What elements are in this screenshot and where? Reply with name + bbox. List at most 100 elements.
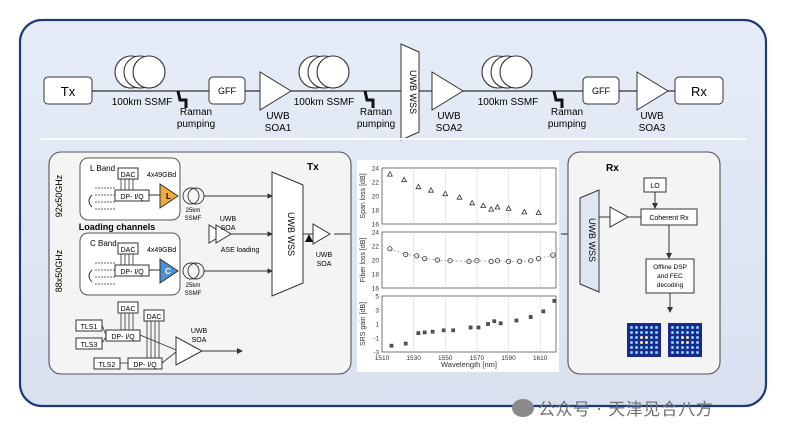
constellation-dot xyxy=(676,341,679,344)
constellation-dot xyxy=(681,351,684,354)
dsp-box xyxy=(645,258,695,294)
constellation-dot xyxy=(640,346,643,349)
data-point-2-6 xyxy=(451,328,456,333)
tx-out-soa-b: SOA xyxy=(317,261,332,268)
constellation-dot xyxy=(635,351,638,354)
data-point-1-13 xyxy=(535,255,542,262)
data-point-0-9 xyxy=(494,203,501,210)
constellation-bg xyxy=(627,323,661,357)
gff-label-2: GFF xyxy=(592,86,610,96)
data-point-2-0 xyxy=(389,343,394,348)
constellation-dot xyxy=(676,351,679,354)
data-point-0-6 xyxy=(469,199,476,206)
raman-pump-1 xyxy=(176,90,188,108)
constellation-dot xyxy=(655,346,658,349)
tx-box xyxy=(43,76,93,105)
constellation-dot xyxy=(681,331,684,334)
span-label-3: 100km SSMF xyxy=(478,97,539,108)
cband-label: C Band xyxy=(90,239,117,248)
data-point-0-0 xyxy=(386,170,393,177)
constellation-dot xyxy=(635,341,638,344)
mod-b: DP- I/Q xyxy=(133,362,157,369)
constellation-dot xyxy=(696,326,699,329)
ytick-label-2-2: 1 xyxy=(375,322,379,329)
lband-dac: DAC xyxy=(121,172,136,179)
data-point-0-1 xyxy=(401,176,408,183)
rx-panel: Rx UWB WSS LO Coherent Rx Offline DSP an… xyxy=(567,151,721,375)
xtick-label-5: 1610 xyxy=(533,355,548,362)
lband-baud: 4x49GBd xyxy=(147,172,176,179)
constellation-dot xyxy=(655,331,658,334)
span-label-1: 100km SSMF xyxy=(112,97,173,108)
constellation-dot xyxy=(686,341,689,344)
soa3-label-b: SOA3 xyxy=(639,123,666,134)
constellation-dot xyxy=(635,336,638,339)
constellation-dot xyxy=(650,326,653,329)
constellation-image-1 xyxy=(627,323,661,357)
soa1-label-b: SOA1 xyxy=(265,123,292,134)
raman-pump-3 xyxy=(552,90,564,108)
soa2-label-b: SOA2 xyxy=(436,123,463,134)
ytick-label-1-1: 18 xyxy=(372,272,380,279)
ytick-label-0-2: 20 xyxy=(372,194,380,201)
ytick-label-2-1: -1 xyxy=(373,336,379,343)
constellation-dot xyxy=(686,326,689,329)
loading-channels: Loading channels xyxy=(79,222,156,232)
data-point-2-14 xyxy=(541,309,546,314)
constellation-dot xyxy=(630,351,633,354)
tx-out-soa xyxy=(312,223,331,245)
constellation-dot xyxy=(671,341,674,344)
constellation-dot xyxy=(681,326,684,329)
lband-label: L Band xyxy=(90,164,115,173)
lband-amp xyxy=(159,183,179,209)
constellation-dot xyxy=(645,346,648,349)
xlabel: Wavelength [nm] xyxy=(441,360,497,369)
raman-label-1b: pumping xyxy=(177,119,215,130)
ytick-label-0-0: 16 xyxy=(372,222,380,229)
data-point-2-9 xyxy=(486,322,490,326)
plot-frame-0 xyxy=(381,167,557,225)
data-point-2-15 xyxy=(552,299,557,303)
wss-label: UWB WSS xyxy=(408,70,418,114)
lband-fiber-b: SSMF xyxy=(185,216,202,222)
mod-a: DP- I/Q xyxy=(111,334,135,341)
constellation-dot xyxy=(645,331,648,334)
cband-fiber-a: 25km xyxy=(186,283,201,289)
xtick-label-0: 1510 xyxy=(375,355,390,362)
data-point-2-10 xyxy=(492,319,497,324)
fiber-spool-2 xyxy=(298,55,350,89)
rx-panel-title: Rx xyxy=(606,163,619,174)
constellation-dot xyxy=(645,326,648,329)
dac-b: DAC xyxy=(147,314,162,321)
ytick-label-1-4: 24 xyxy=(372,230,380,237)
soa1-triangle xyxy=(259,71,292,111)
bottom-soa-b: SOA xyxy=(192,337,207,344)
rx-label: Rx xyxy=(691,84,707,99)
ytick-label-1-2: 20 xyxy=(372,258,380,265)
tx-panel-title: Tx xyxy=(307,162,319,173)
constellation-dot xyxy=(655,341,658,344)
soa2-triangle xyxy=(431,71,464,111)
raman-label-1a: Raman xyxy=(180,107,212,118)
constellation-dot xyxy=(676,346,679,349)
constellation-dot xyxy=(645,341,648,344)
constellation-dot xyxy=(671,351,674,354)
ytick-label-0-1: 18 xyxy=(372,208,380,215)
watermark-text: 公众号 · 天津见合八方 xyxy=(538,400,714,420)
data-point-0-3 xyxy=(427,186,435,193)
data-point-2-1 xyxy=(403,341,408,346)
rx-wss xyxy=(579,189,600,293)
lband-mod: DP- I/Q xyxy=(120,194,144,201)
wechat-icon xyxy=(512,399,534,417)
watermark: 公众号 · 天津见合八方 xyxy=(512,395,713,420)
plot-frame-2 xyxy=(381,295,557,353)
data-point-2-8 xyxy=(476,325,481,330)
data-point-0-5 xyxy=(456,193,463,200)
tx-out-soa-a: UWB xyxy=(316,252,333,259)
constellation-dot xyxy=(691,326,694,329)
tls1: TLS1 xyxy=(81,324,98,331)
data-point-2-3 xyxy=(422,330,427,335)
constellation-dot xyxy=(645,351,648,354)
lband-grid: 92x50GHz xyxy=(54,174,64,217)
